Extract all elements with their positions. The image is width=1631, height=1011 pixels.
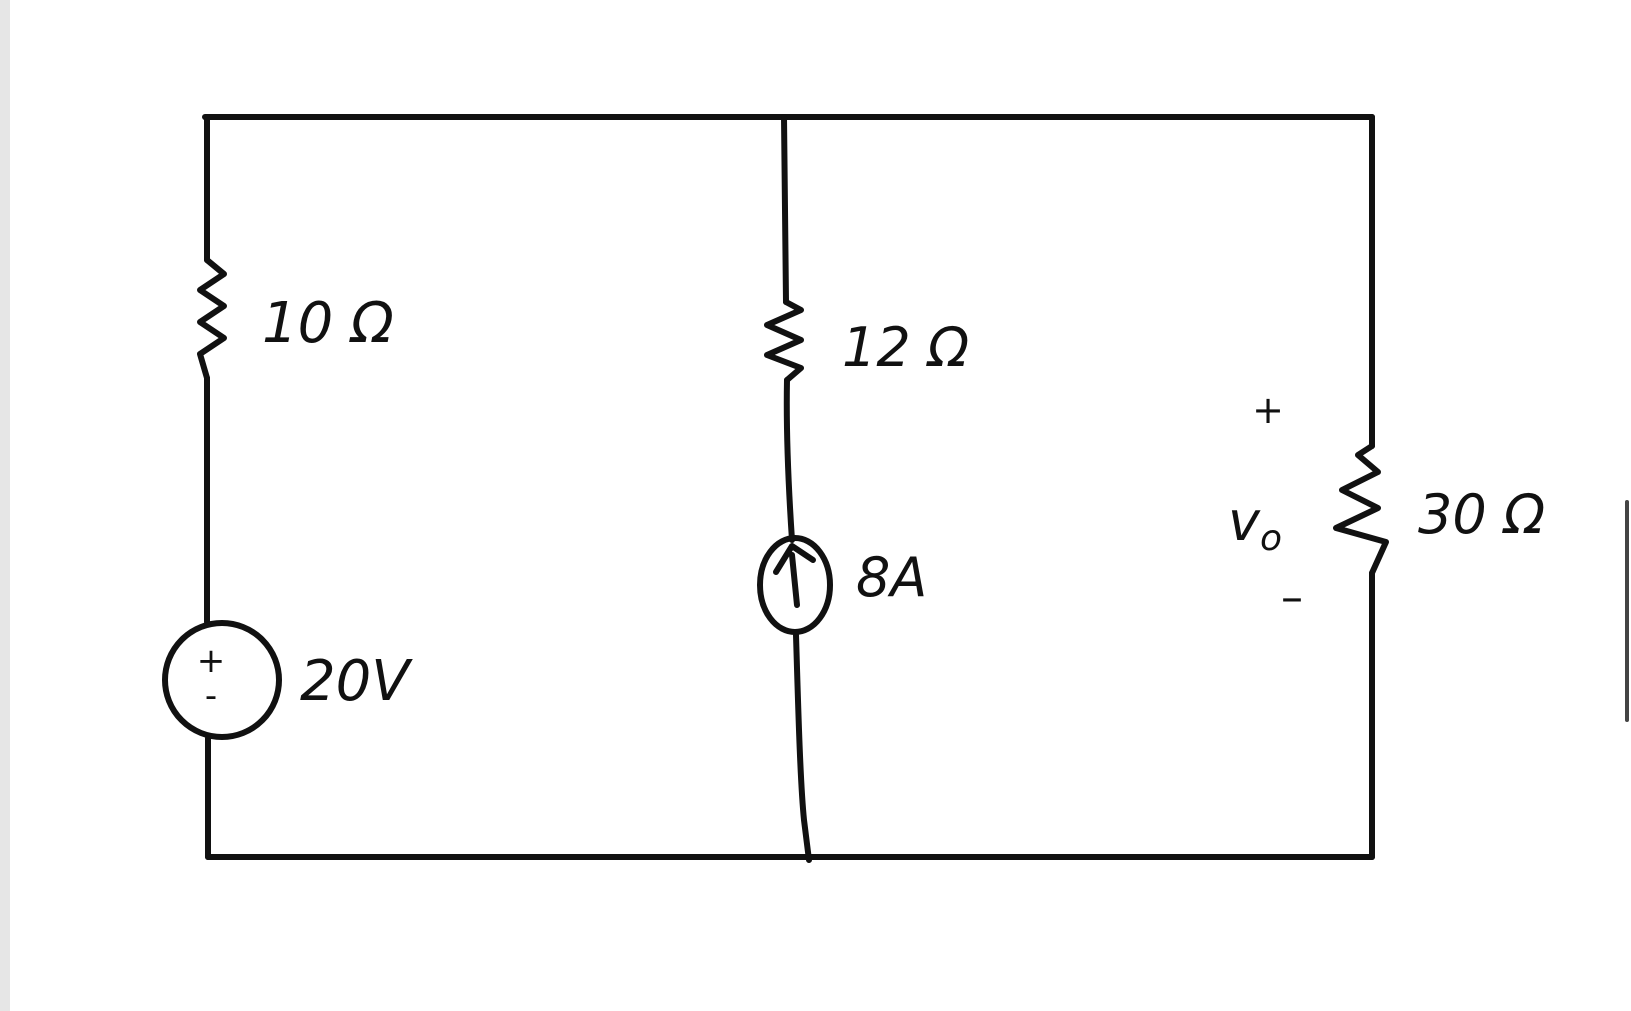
wires xyxy=(202,114,1375,863)
vo-label: vo xyxy=(1228,490,1282,559)
label-resistor-30-ohm: 30 Ω xyxy=(1418,483,1545,546)
vo-label-subscript: o xyxy=(1260,518,1282,559)
current-source-circle xyxy=(757,535,833,635)
resistor-10-ohm: 10 Ω xyxy=(197,257,394,381)
resistor-12-ohm: 12 Ω xyxy=(764,299,969,383)
vo-label-main: v xyxy=(1228,490,1261,553)
label-resistor-12-ohm: 12 Ω xyxy=(842,316,969,379)
voltage-source-20v: + - 20V xyxy=(162,620,413,740)
scrollbar-thumb[interactable] xyxy=(1625,500,1629,722)
left-border-strip xyxy=(0,0,10,1011)
voltage-source-circle xyxy=(162,620,282,740)
resistor-zigzag-10 xyxy=(197,257,227,381)
label-current-source: 8A xyxy=(856,546,927,609)
current-source-8a: 8A xyxy=(757,535,927,635)
middle-wire-upper xyxy=(781,114,789,305)
resistor-zigzag-30 xyxy=(1333,443,1389,576)
vo-plus-sign: + xyxy=(1252,388,1284,432)
voltage-source-plus-sign: + xyxy=(197,641,226,681)
voltage-source-minus-sign: - xyxy=(205,676,217,716)
resistor-30-ohm: 30 Ω xyxy=(1333,443,1545,576)
label-voltage-source: 20V xyxy=(300,649,413,714)
vo-minus-sign: – xyxy=(1281,572,1303,623)
middle-wire-middle xyxy=(783,377,795,543)
current-source-up-arrow-icon xyxy=(773,543,816,608)
middle-wire-lower xyxy=(793,632,812,863)
resistor-zigzag-12 xyxy=(764,299,804,383)
vo-annotation: + vo – xyxy=(1228,388,1303,623)
label-resistor-10-ohm: 10 Ω xyxy=(262,291,394,356)
